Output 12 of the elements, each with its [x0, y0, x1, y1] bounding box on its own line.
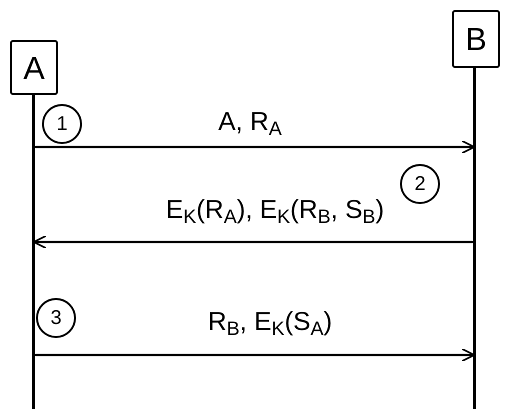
- lifeline: [32, 95, 35, 409]
- participant-box: [452, 10, 500, 68]
- message-arrow: [35, 140, 476, 154]
- step-number: 2: [400, 164, 440, 204]
- participant-label: A: [23, 52, 45, 84]
- step-number: 3: [36, 298, 76, 338]
- participant-box: [10, 40, 58, 95]
- participant-label: B: [465, 23, 487, 55]
- step-number: 1: [42, 104, 82, 144]
- message-arrow: [32, 235, 473, 249]
- lifeline: [473, 68, 476, 409]
- message-arrow: [35, 348, 476, 362]
